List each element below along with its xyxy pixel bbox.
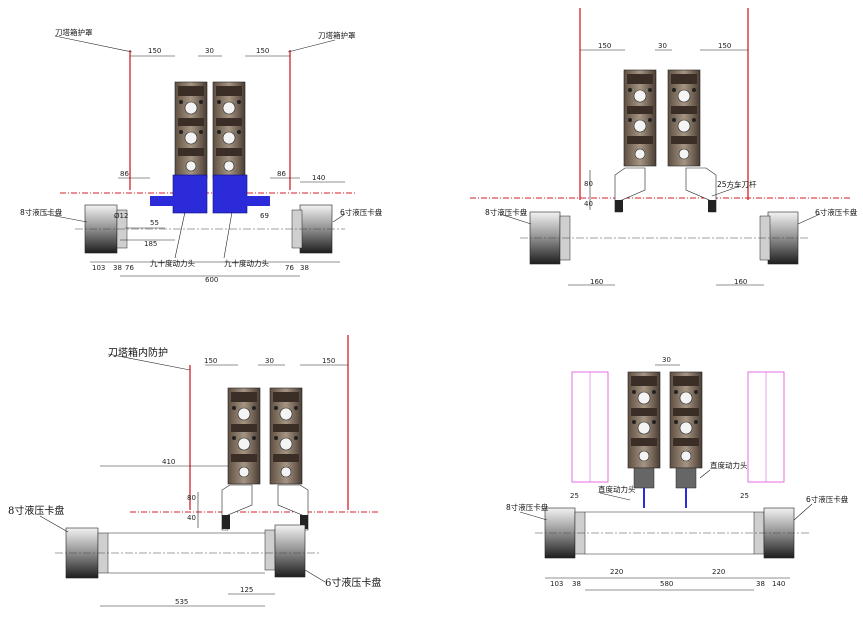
dim-150b: 150 [322, 357, 335, 365]
dim-160a: 160 [590, 278, 603, 286]
panel-bottom-right: 8寸液压卡盘 6寸液压卡盘 直度动力头 直度动力头 30 25 25 103 3… [506, 356, 849, 591]
label-head-right: 九十度动力头 [224, 258, 269, 268]
label-left-chuck: 8寸液压卡盘 [485, 207, 528, 217]
dim-150b: 150 [256, 47, 269, 55]
dim-160b: 160 [734, 278, 747, 286]
panel-top-right: 8寸液压卡盘 6寸液压卡盘 25方车刀杆 150 30 150 80 40 16… [470, 8, 858, 286]
dim-125: 125 [240, 586, 253, 594]
dim-76b: 76 [285, 264, 294, 272]
dim-220a: 220 [610, 568, 623, 576]
dim-30: 30 [205, 47, 214, 55]
label-head-left: 九十度动力头 [150, 258, 195, 268]
label-head-right: 直度动力头 [710, 460, 748, 470]
dim-38b: 38 [300, 264, 309, 272]
dim-185: 185 [144, 240, 157, 248]
dim-38a: 38 [113, 264, 122, 272]
dim-140: 140 [312, 174, 325, 182]
dim-80: 80 [584, 180, 593, 188]
chuck-right [274, 524, 306, 578]
dim-86b: 86 [277, 170, 286, 178]
dim-80: 80 [187, 494, 196, 502]
dim-150b: 150 [718, 42, 731, 50]
label-right-guard: 刀塔箱护罩 [318, 30, 356, 40]
dim-410: 410 [162, 458, 175, 466]
label-right-chuck: 6寸液压卡盘 [815, 207, 858, 217]
label-tool: 25方车刀杆 [717, 179, 757, 189]
dim-25b: 25 [740, 492, 749, 500]
panel-bottom-left: 刀塔箱内防护 8寸液压卡盘 6寸液压卡盘 150 30 150 410 80 4… [8, 335, 381, 607]
dim-220b: 220 [712, 568, 725, 576]
label-right-chuck: 6寸液压卡盘 [340, 207, 383, 217]
dim-150a: 150 [598, 42, 611, 50]
dim-150a: 150 [148, 47, 161, 55]
dim-38b: 38 [756, 580, 765, 588]
dim-25a: 25 [570, 492, 579, 500]
dim-30: 30 [662, 356, 671, 364]
dim-30: 30 [265, 357, 274, 365]
label-left-chuck: 8寸液压卡盘 [8, 504, 64, 517]
dim-150a: 150 [204, 357, 217, 365]
label-right-chuck: 6寸液压卡盘 [325, 576, 381, 589]
dim-40: 40 [187, 514, 196, 522]
dim-d12: Ø12 [114, 212, 128, 220]
label-left-chuck: 8寸液压卡盘 [506, 502, 549, 512]
dim-38a: 38 [572, 580, 581, 588]
dim-140: 140 [772, 580, 785, 588]
dim-55: 55 [150, 219, 159, 227]
dim-76a: 76 [125, 264, 134, 272]
label-left-guard: 刀塔箱护罩 [55, 27, 93, 37]
dim-69: 69 [260, 212, 269, 220]
dim-535: 535 [175, 598, 188, 606]
label-left-chuck: 8寸液压卡盘 [20, 207, 63, 217]
dim-103: 103 [92, 264, 105, 272]
label-right-chuck: 6寸液压卡盘 [806, 494, 849, 504]
power-head-left [172, 174, 208, 214]
dim-103: 103 [550, 580, 563, 588]
dim-580: 580 [660, 580, 673, 588]
dim-86a: 86 [120, 170, 129, 178]
dim-30: 30 [658, 42, 667, 50]
label-head-left: 直度动力头 [598, 484, 636, 494]
dim-40: 40 [584, 200, 593, 208]
label-guard: 刀塔箱内防护 [108, 346, 168, 359]
power-head-right [212, 174, 248, 214]
panel-top-left: 刀塔箱护罩 刀塔箱护罩 8寸液压卡盘 6寸液压卡盘 九十度动力头 九十度动力头 … [20, 27, 383, 284]
dim-600: 600 [205, 276, 218, 284]
